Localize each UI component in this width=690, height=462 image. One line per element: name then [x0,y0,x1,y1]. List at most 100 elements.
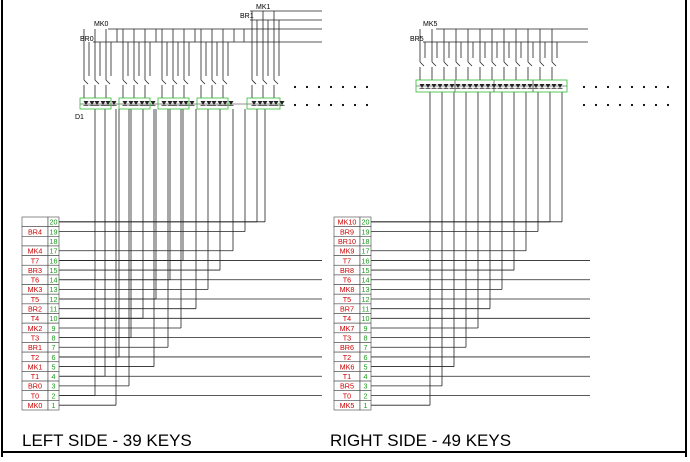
left-pin-number: 7 [52,343,56,352]
continuation-dot [341,85,345,89]
left-mk-mid-label: MK1 [256,4,271,11]
switch-contact [133,79,139,85]
diode-symbol [545,84,551,88]
continuation-dot [594,103,598,107]
left-pin-label: T0 [31,391,39,400]
continuation-dot [353,103,357,107]
right-pin-number: 8 [364,333,368,342]
right-pin-number: 3 [364,382,368,391]
diode-symbol [144,101,150,105]
left-pin-label: BR4 [28,227,42,236]
continuation-dot [606,103,610,107]
diode-symbol [139,101,145,105]
diode-symbol [521,84,527,88]
diode-symbol [105,101,111,105]
left-pin-number-cell [47,400,60,411]
left-pin-label: MK2 [28,324,43,333]
left-pin-label: MK0 [28,401,43,410]
left-pin-label: BR1 [28,343,42,352]
diode-symbol [228,101,234,105]
continuation-dot [630,103,634,107]
continuation-dot [293,103,297,107]
diode-symbol [443,84,449,88]
diode-symbol [419,84,425,88]
right-pin-number: 13 [362,285,370,294]
right-pin-label: T5 [343,295,351,304]
left-mk-top-label: MK0 [94,21,109,28]
diode-symbol [257,101,263,105]
diode-symbol [183,101,189,105]
diode-symbol [485,84,491,88]
right-pin-label: MK8 [340,285,355,294]
right-pin-label: T2 [343,353,351,362]
continuation-dot [582,103,586,107]
diode-symbol [557,84,563,88]
diode-symbol [437,84,443,88]
left-pin-number: 2 [52,391,56,400]
diode-symbol [200,101,206,105]
right-pin-label: BR5 [340,382,354,391]
diode-symbol [473,84,479,88]
diode-symbol [178,101,184,105]
right-mk-top-label: MK5 [423,21,438,28]
components-layer [79,58,670,110]
diode-symbol [425,84,431,88]
switch-contact [515,61,521,67]
right-diode-group-box [415,79,568,93]
diode-symbol [222,101,228,105]
diode-symbol [94,101,100,105]
diode-symbol [189,101,195,105]
diode-symbol [479,84,485,88]
switch-contact [183,79,189,85]
continuation-dot [666,103,670,107]
switch-contact [479,61,485,67]
right-pin-number: 17 [362,247,370,256]
left-pin-number: 10 [50,314,58,323]
continuation-dot [341,103,345,107]
continuation-dot [642,85,646,89]
continuation-dot [654,103,658,107]
left-pin-label: MK3 [28,285,43,294]
right-pin-label: T7 [343,256,351,265]
diode-symbol [133,101,139,105]
switch-contact [551,61,557,67]
diode-symbol [467,84,473,88]
diode-symbol [206,101,212,105]
left-diode-group-box [79,97,112,110]
diode-symbol [431,84,437,88]
right-pin-number: 10 [362,314,370,323]
continuation-dot [606,85,610,89]
right-pin-number: 2 [364,391,368,400]
left-pin-number: 17 [50,247,58,256]
left-pin-number: 11 [50,305,57,314]
left-pin-number: 13 [50,285,58,294]
switch-contact [105,79,111,85]
diode-symbol [150,101,156,105]
diode-symbol [262,101,268,105]
continuation-dot [305,103,309,107]
diode-symbol [83,101,89,105]
switch-contact [251,79,257,85]
right-pin-label: BR9 [340,227,354,236]
switch-contact [200,79,206,85]
left-pin-number: 20 [50,218,58,227]
right-pin-number: 1 [364,401,368,410]
switch-contact [467,61,473,67]
right-pin-number: 11 [362,305,369,314]
switch-contact [503,61,509,67]
right-pin-label: T6 [343,276,351,285]
left-pin-number: 5 [52,362,56,371]
continuation-dot [618,85,622,89]
switch-contact [527,61,533,67]
diode-symbol [172,101,178,105]
right-pin-number: 5 [364,362,368,371]
switch-contact [491,61,497,67]
left-pin-label-cell [21,236,49,247]
diode-symbol [509,84,515,88]
left-pin-label: T4 [31,314,39,323]
right-br-top-label: BR5 [410,36,424,43]
diode-symbol [111,101,117,105]
